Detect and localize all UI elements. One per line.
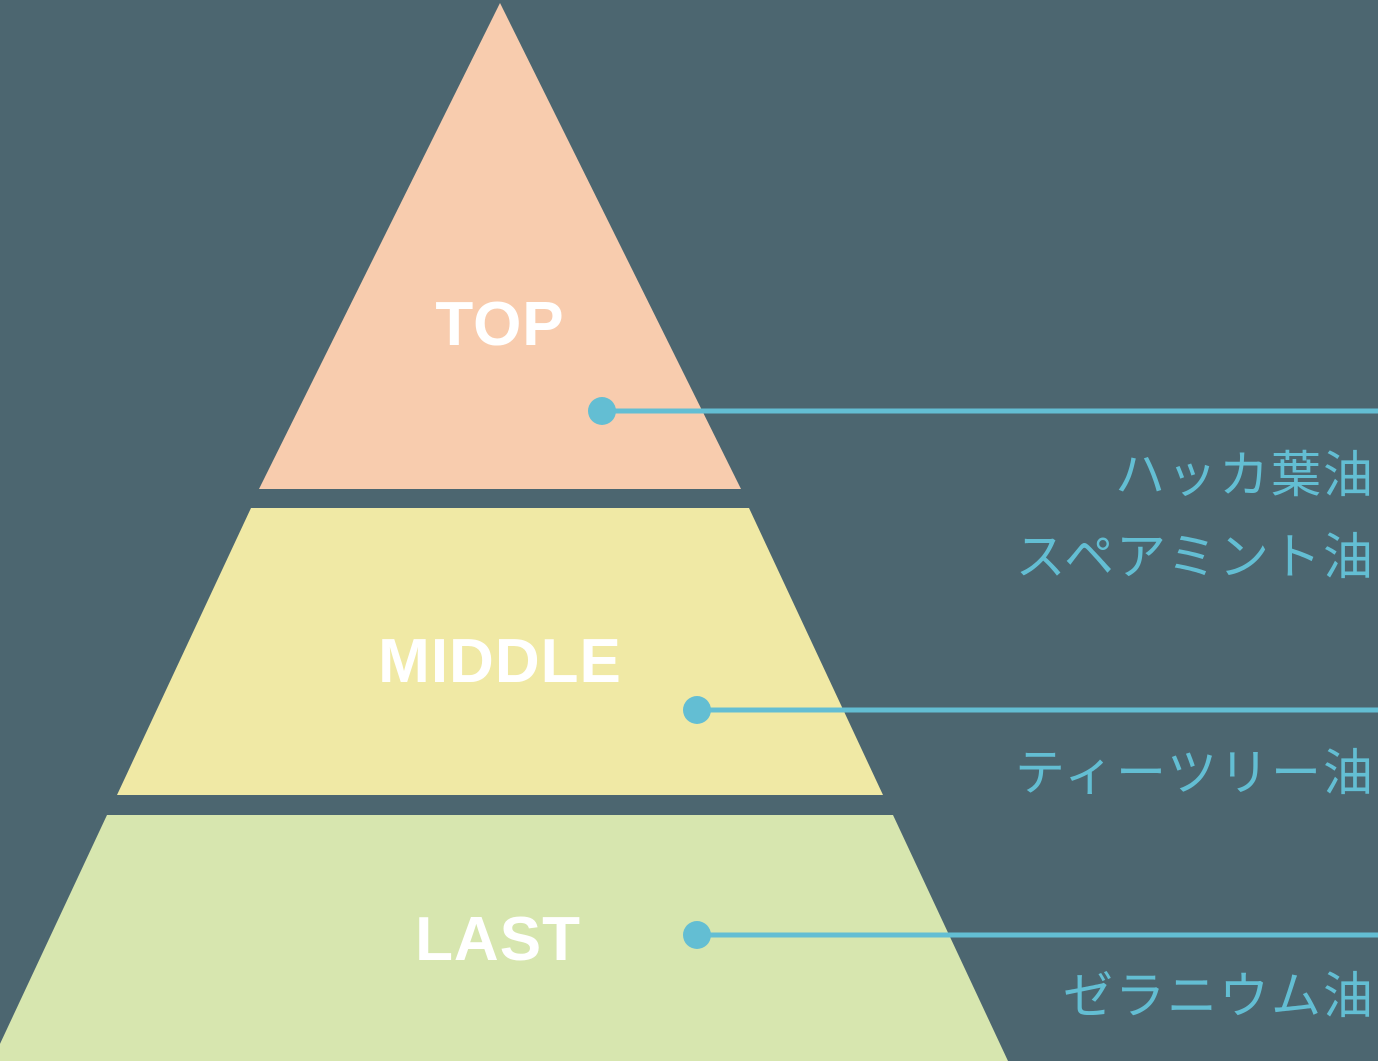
callout-note-top-line1: ハッカ葉油 <box>1115 447 1375 503</box>
callout-dot-last <box>683 921 711 949</box>
callout-note-middle-line1: ティーツリー油 <box>1015 745 1375 801</box>
tier-label-last: LAST <box>415 905 581 974</box>
pyramid-tier-middle[interactable] <box>117 508 883 795</box>
callout-dot-top <box>588 397 616 425</box>
callout-note-top-line2: スペアミント油 <box>1016 529 1376 585</box>
pyramid-tier-last[interactable] <box>0 815 1008 1061</box>
callout-last: ゼラニウム油 <box>683 921 1378 1024</box>
tier-label-top: TOP <box>435 290 564 359</box>
callout-note-last-line1: ゼラニウム油 <box>1063 968 1375 1024</box>
callout-top: ハッカ葉油 スペアミント油 <box>588 397 1378 585</box>
tier-label-middle: MIDDLE <box>378 627 622 696</box>
callout-middle: ティーツリー油 <box>683 696 1378 801</box>
callout-dot-middle <box>683 696 711 724</box>
pyramid-tier-top[interactable] <box>259 3 741 489</box>
